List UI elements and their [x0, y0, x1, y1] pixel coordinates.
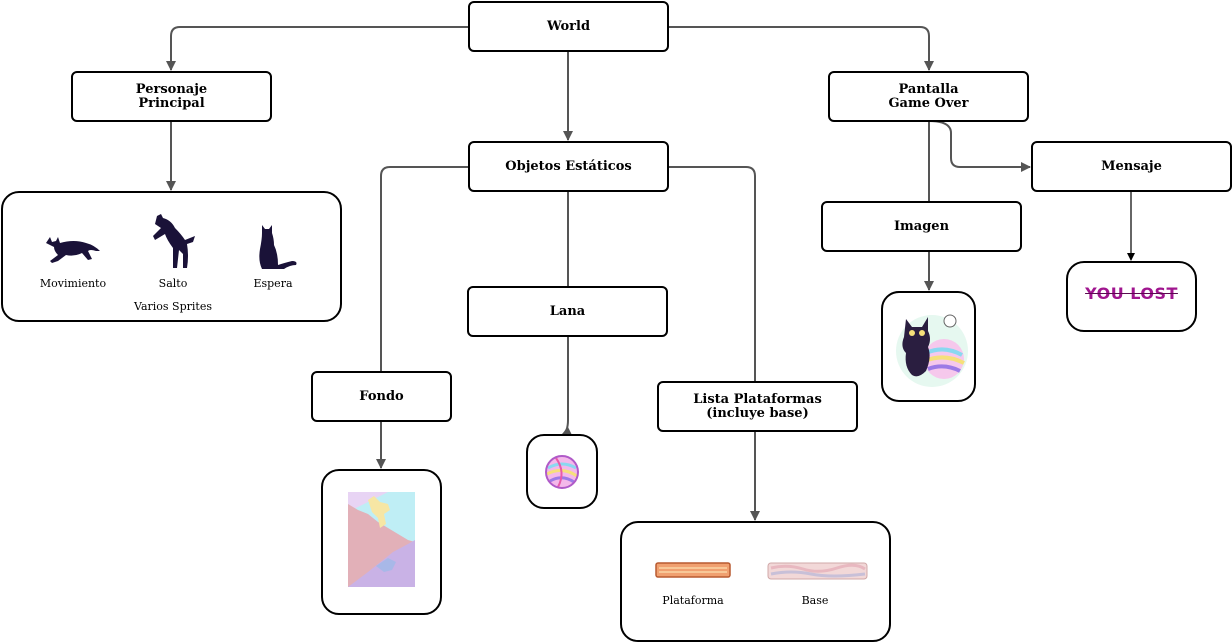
node-lista-plataformas[interactable]: Lista Plataformas (incluye base)	[657, 381, 858, 432]
you-lost-message: YOU LOST	[1085, 284, 1178, 303]
sprite-label-salto: Salto	[158, 277, 188, 290]
sprites-caption: Varios Sprites	[134, 300, 212, 313]
lana-image-frame	[526, 434, 598, 509]
base-icon	[767, 562, 868, 580]
cat-running-icon	[46, 237, 100, 263]
platform-label-base: Base	[801, 594, 829, 607]
cat-jumping-icon	[153, 214, 195, 268]
node-mensaje[interactable]: Mensaje	[1031, 141, 1232, 192]
platform-icon	[655, 562, 731, 578]
platforms-group: Plataforma Base	[620, 521, 891, 642]
yarn-ball-icon	[545, 455, 579, 489]
node-personaje-principal[interactable]: Personaje Principal	[71, 71, 272, 122]
node-lana[interactable]: Lana	[467, 286, 668, 337]
node-objetos-estaticos[interactable]: Objetos Estáticos	[468, 141, 669, 192]
fondo-image-frame	[321, 469, 442, 615]
game-over-image-frame	[881, 291, 976, 402]
sprite-label-espera: Espera	[253, 277, 293, 290]
sprite-label-movimiento: Movimiento	[39, 277, 107, 290]
edge-objetos-lista	[668, 166, 756, 381]
edge-world-personaje	[166, 26, 468, 71]
node-imagen[interactable]: Imagen	[821, 201, 1022, 252]
edge-pantalla-mensaje	[928, 120, 1031, 172]
you-lost-frame: YOU LOST	[1066, 261, 1197, 332]
cat-sitting-icon	[259, 225, 297, 269]
cat-with-yarn-image	[896, 314, 968, 387]
edge-objetos-fondo	[380, 166, 468, 371]
edge-lana-yarn	[561, 336, 573, 436]
node-fondo[interactable]: Fondo	[311, 371, 452, 422]
node-pantalla-game-over[interactable]: Pantalla Game Over	[828, 71, 1029, 122]
edge-world-pantalla	[668, 26, 934, 71]
platform-label-plataforma: Plataforma	[662, 594, 724, 607]
background-image	[348, 492, 415, 587]
sprites-group: Movimiento Salto Espera Varios Sprites	[1, 191, 342, 322]
node-world[interactable]: World	[468, 1, 669, 52]
